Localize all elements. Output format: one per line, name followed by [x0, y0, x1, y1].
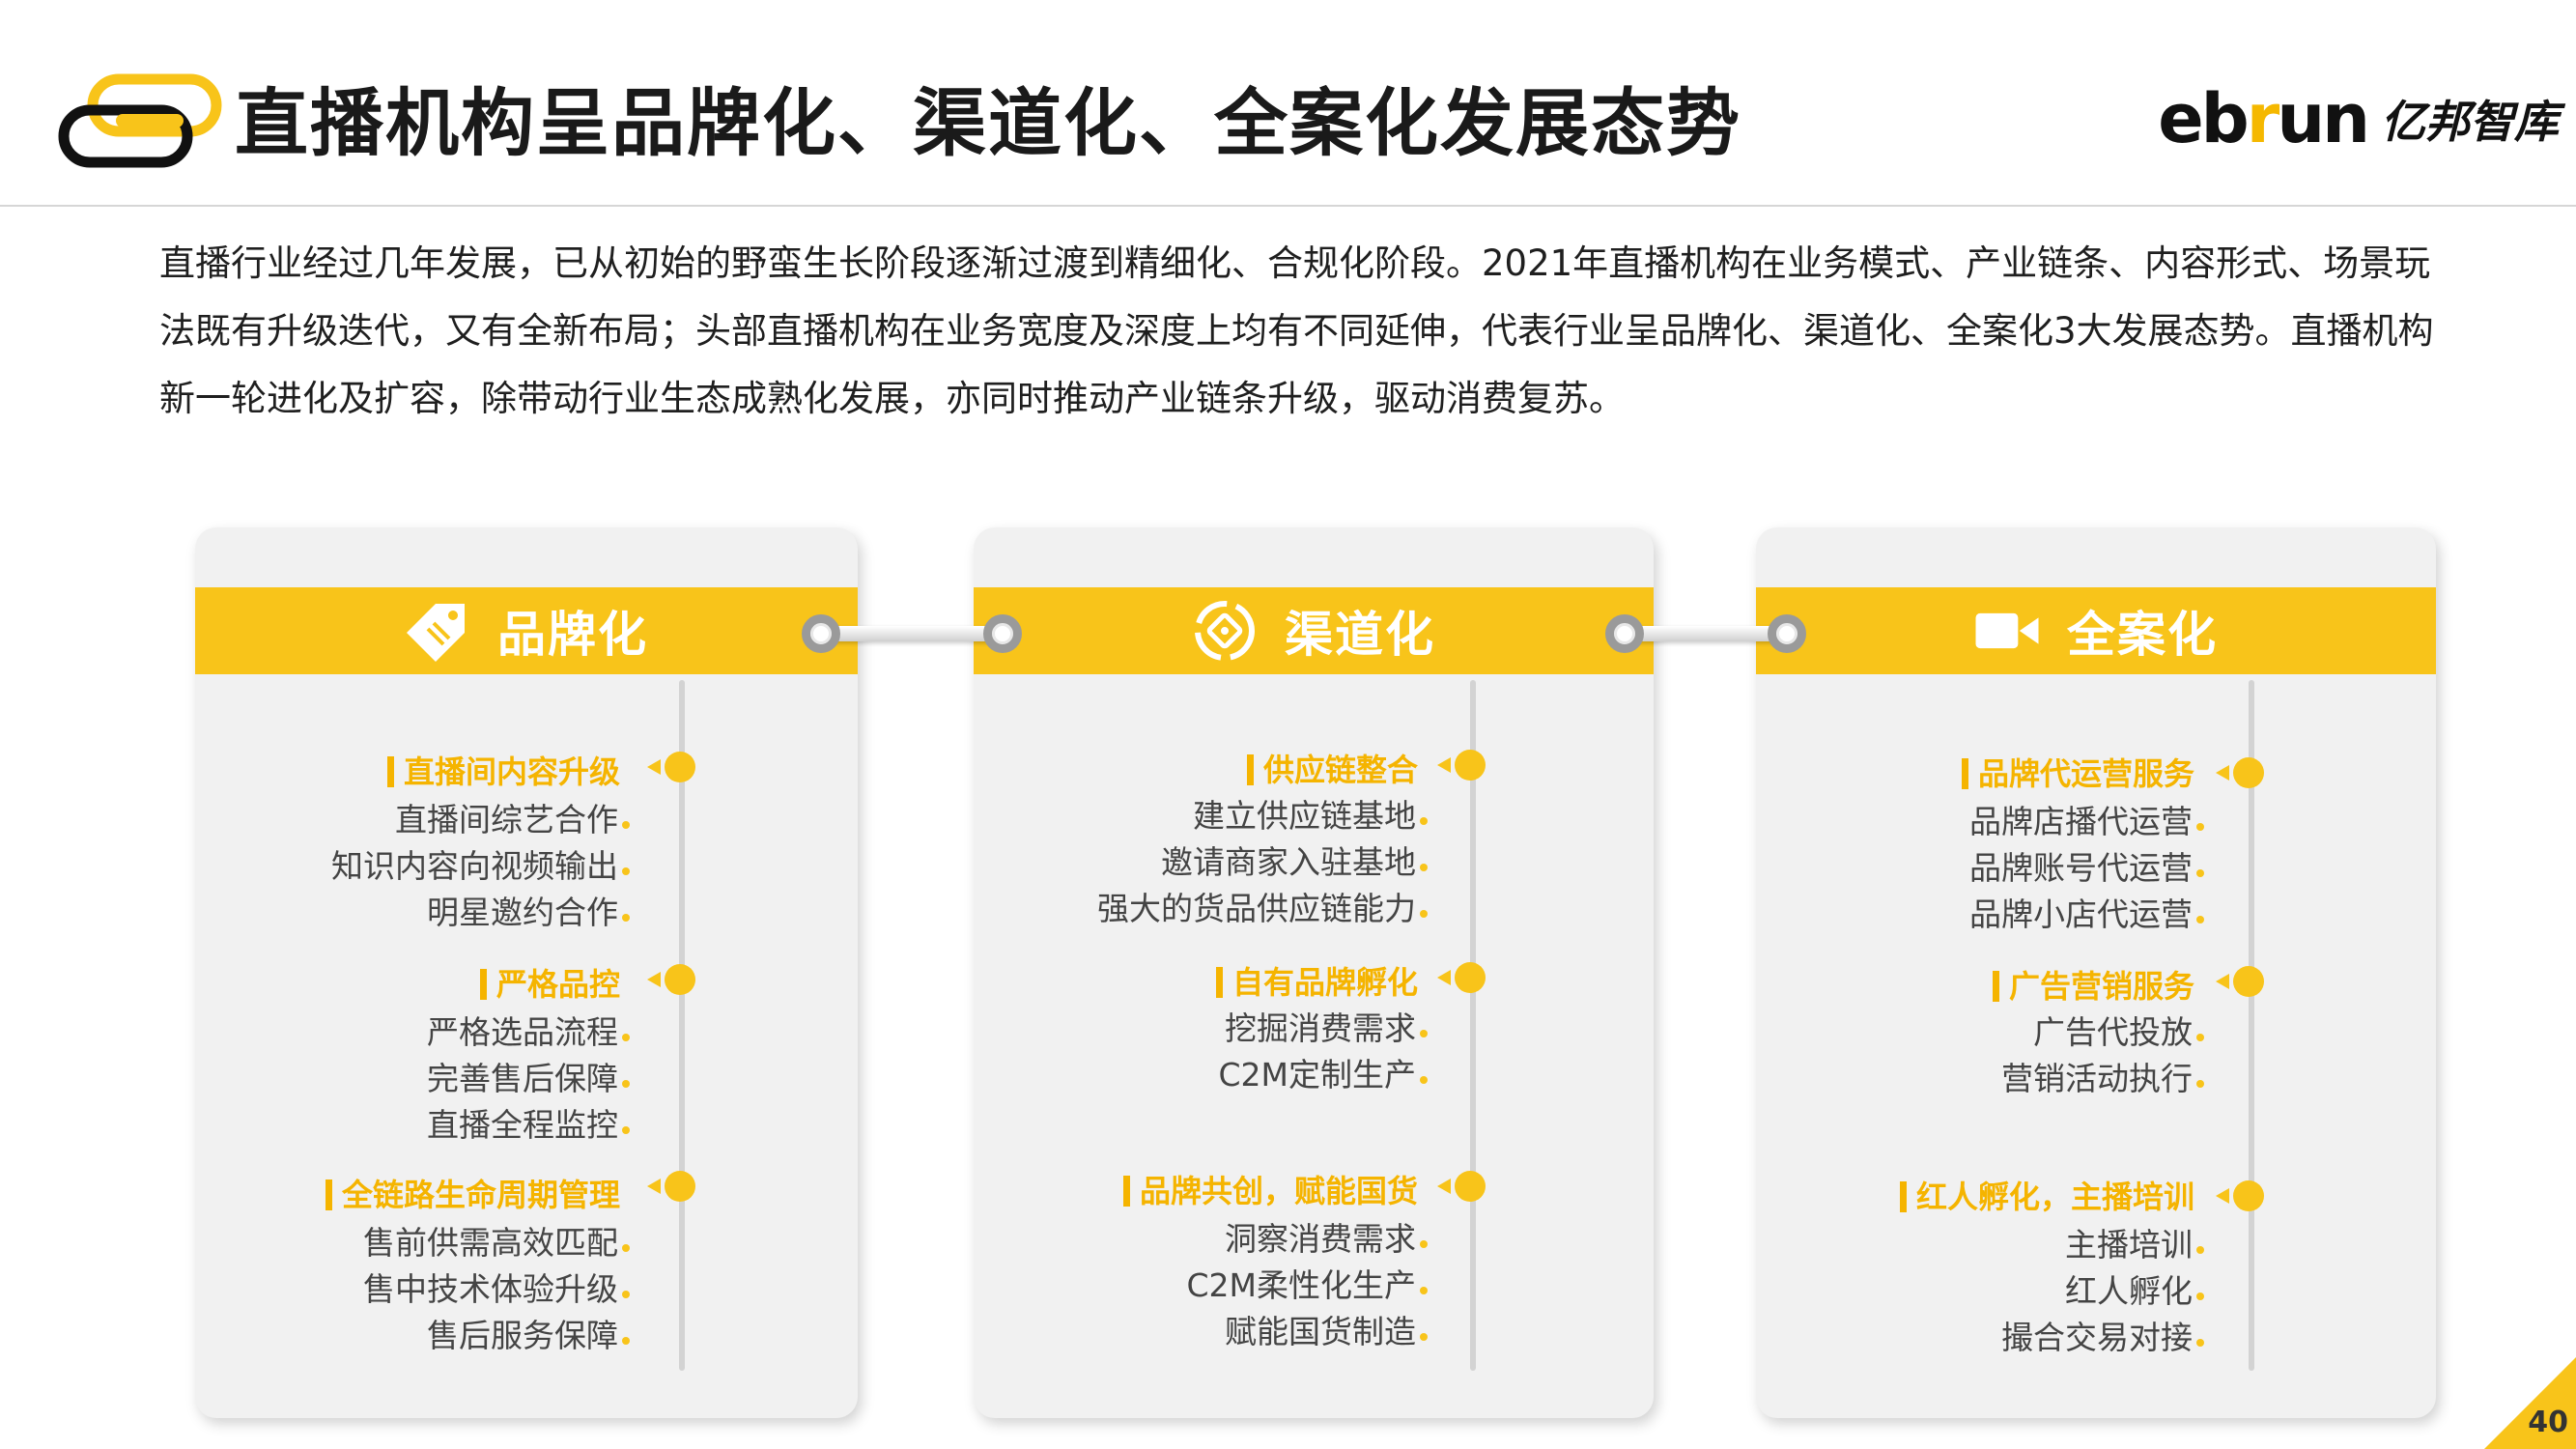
list-item: 品牌小店代运营	[1969, 889, 2204, 935]
timeline-dot	[665, 752, 695, 782]
list-item: 撮合交易对接	[2001, 1312, 2204, 1358]
group-title: 严格品控	[480, 960, 620, 1005]
card-connector	[821, 626, 1005, 641]
list-item: 直播全程监控	[427, 1099, 630, 1146]
arrow-left-icon	[2216, 765, 2229, 781]
timeline-dot	[1455, 1171, 1486, 1202]
timeline-line	[2249, 680, 2254, 1371]
arrow-left-icon	[1437, 1179, 1451, 1194]
arrow-left-icon	[647, 1179, 661, 1194]
supply-chain-icon	[1192, 598, 1258, 664]
card-header-band: 渠道化	[974, 587, 1654, 674]
timeline-dot	[2233, 966, 2264, 997]
connector-ring-icon	[1768, 614, 1806, 653]
list-item: 广告代投放	[2033, 1007, 2204, 1053]
card-channel: 渠道化 供应链整合 建立供应链基地 邀请商家入驻基地 强大的货品供应链能力 自有…	[974, 527, 1654, 1418]
timeline-dot	[1455, 750, 1486, 781]
timeline-line	[679, 680, 685, 1371]
group-title: 直播间内容升级	[387, 748, 620, 792]
arrow-left-icon	[647, 972, 661, 987]
timeline-dot	[665, 1171, 695, 1202]
page-number: 40	[2528, 1406, 2568, 1439]
card-title: 品牌化	[497, 607, 648, 663]
card-connector	[1625, 626, 1789, 641]
list-item: 完善售后保障	[427, 1053, 630, 1099]
timeline-dot	[665, 964, 695, 995]
page-title: 直播机构呈品牌化、渠道化、全案化发展态势	[235, 80, 1741, 166]
list-item: 售后服务保障	[427, 1310, 630, 1356]
timeline-dot	[2233, 1180, 2264, 1211]
list-item: 严格选品流程	[427, 1007, 630, 1053]
group-title: 红人孵化，主播培训	[1900, 1173, 2194, 1217]
connector-ring-icon	[802, 614, 840, 653]
list-item: 主播培训	[2065, 1219, 2204, 1265]
tag-icon	[405, 598, 470, 664]
arrow-left-icon	[1437, 970, 1451, 985]
list-item: C2M柔性化生产	[1186, 1260, 1428, 1306]
card-title: 全案化	[2067, 607, 2218, 663]
arrow-left-icon	[1437, 757, 1451, 773]
list-item: 强大的货品供应链能力	[1097, 883, 1428, 929]
connector-ring-icon	[1605, 614, 1644, 653]
list-item: 知识内容向视频输出	[331, 840, 630, 887]
header-divider	[0, 205, 2576, 207]
timeline-dot	[1455, 962, 1486, 993]
chain-link-logo-icon	[58, 73, 222, 168]
list-item: 直播间综艺合作	[395, 794, 630, 840]
list-item: 邀请商家入驻基地	[1161, 837, 1428, 883]
slide-header: 直播机构呈品牌化、渠道化、全案化发展态势 ebrun 亿邦智库	[0, 0, 2576, 206]
list-item: 售中技术体验升级	[363, 1264, 630, 1310]
video-camera-icon	[1974, 598, 2040, 664]
list-item: 洞察消费需求	[1225, 1213, 1428, 1260]
card-header-band: 全案化	[1756, 587, 2436, 674]
list-item: 营销活动执行	[2001, 1053, 2204, 1099]
list-item: 建立供应链基地	[1193, 790, 1428, 837]
group-title: 全链路生命周期管理	[326, 1171, 620, 1215]
card-header-band: 品牌化	[195, 587, 858, 674]
connector-ring-icon	[983, 614, 1022, 653]
arrow-left-icon	[647, 759, 661, 775]
list-item: 品牌店播代运营	[1969, 796, 2204, 842]
timeline-dot	[2233, 757, 2264, 788]
timeline-line	[1470, 680, 1476, 1371]
list-item: 赋能国货制造	[1225, 1306, 1428, 1352]
list-item: 红人孵化	[2065, 1265, 2204, 1312]
brand-logo-cn: 亿邦智库	[2381, 96, 2559, 148]
list-item: 售前供需高效匹配	[363, 1217, 630, 1264]
brand-logo-text: ebrun	[2158, 79, 2370, 158]
group-title: 品牌共创，赋能国货	[1123, 1167, 1418, 1211]
card-brand: 品牌化 直播间内容升级 直播间综艺合作 知识内容向视频输出 明星邀约合作 严格品…	[195, 527, 858, 1418]
brand-logo: ebrun 亿邦智库	[2158, 75, 2559, 162]
arrow-left-icon	[2216, 1188, 2229, 1204]
list-item: C2M定制生产	[1218, 1049, 1428, 1095]
arrow-left-icon	[2216, 974, 2229, 989]
list-item: 挖掘消费需求	[1225, 1003, 1428, 1049]
list-item: 品牌账号代运营	[1969, 842, 2204, 889]
group-title: 品牌代运营服务	[1962, 750, 2194, 794]
group-title: 自有品牌孵化	[1216, 958, 1418, 1003]
intro-paragraph: 直播行业经过几年发展，已从初始的野蛮生长阶段逐渐过渡到精细化、合规化阶段。202…	[159, 242, 2434, 419]
group-title: 供应链整合	[1247, 746, 1418, 790]
group-title: 广告营销服务	[1993, 962, 2194, 1007]
page-corner-decoration	[2484, 1357, 2576, 1449]
card-title: 渠道化	[1285, 607, 1435, 663]
card-full-service: 全案化 品牌代运营服务 品牌店播代运营 品牌账号代运营 品牌小店代运营 广告营销…	[1756, 527, 2436, 1418]
list-item: 明星邀约合作	[427, 887, 630, 933]
